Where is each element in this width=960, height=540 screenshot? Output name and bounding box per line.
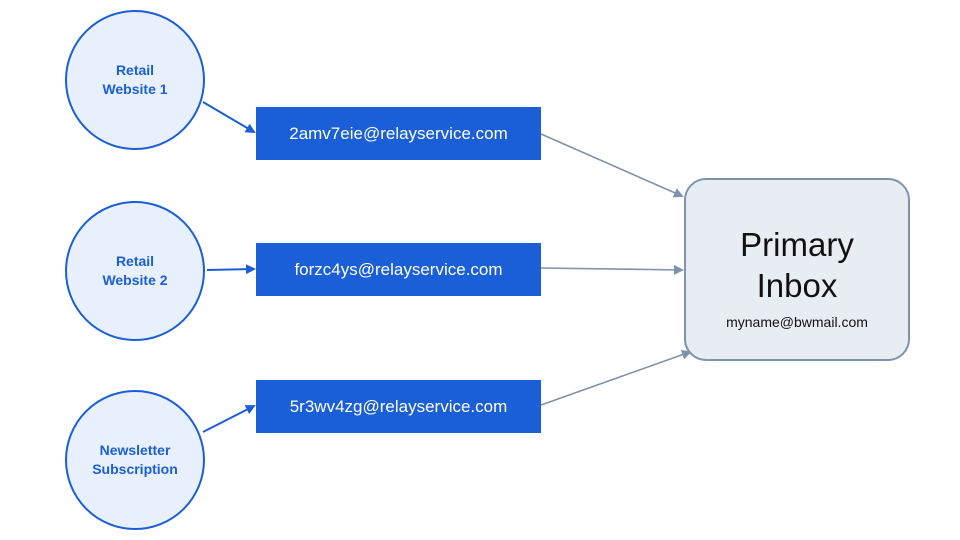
primary-inbox: Primary Inbox myname@bwmail.com (684, 178, 910, 361)
relay-address-2: forzc4ys@relayservice.com (256, 243, 541, 296)
inbox-title-line1: Primary (740, 226, 854, 263)
source-newsletter-subscription: Newsletter Subscription (65, 390, 205, 530)
source-label-line1: Newsletter (99, 442, 171, 458)
source-label-line1: Retail (115, 253, 155, 269)
source-label: Retail Website 1 (85, 61, 185, 99)
source-retail-website-1: Retail Website 1 (65, 10, 205, 150)
arrow-source3-to-relay3 (202, 405, 256, 433)
source-label-line2: Website 1 (102, 81, 168, 97)
inbox-title: Primary Inbox (686, 224, 908, 306)
source-label-line2: Subscription (92, 461, 178, 477)
source-label-line1: Retail (115, 62, 155, 78)
source-retail-website-2: Retail Website 2 (65, 201, 205, 341)
relay-address-1: 2amv7eie@relayservice.com (256, 107, 541, 160)
source-label: Retail Website 2 (85, 252, 185, 290)
source-label: Newsletter Subscription (85, 441, 185, 479)
source-label-line2: Website 2 (102, 272, 168, 288)
inbox-email: myname@bwmail.com (726, 314, 868, 330)
arrow-relay3-to-inbox (540, 349, 692, 406)
arrow-source2-to-relay2 (206, 264, 256, 275)
arrow-relay1-to-inbox (540, 133, 684, 198)
inbox-title-line2: Inbox (756, 267, 838, 304)
arrow-source1-to-relay1 (202, 101, 256, 134)
arrow-relay2-to-inbox (540, 264, 684, 275)
relay-address-3: 5r3wv4zg@relayservice.com (256, 380, 541, 433)
